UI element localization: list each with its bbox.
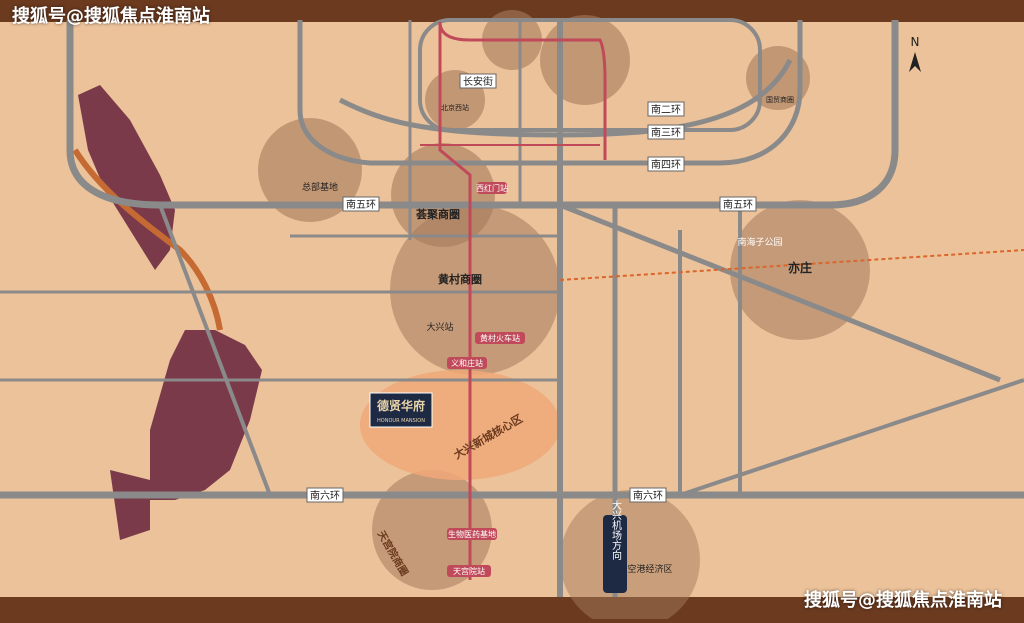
station-box-huangcun[interactable]: [475, 332, 525, 344]
circle-yizhuang: [730, 200, 870, 340]
label-box-changan: [459, 73, 497, 89]
road-west: [158, 204, 272, 496]
label-box-r5-right: [719, 196, 757, 212]
watermark-top: 搜狐号@搜狐焦点淮南站: [12, 6, 210, 27]
label-box-r2: [647, 101, 685, 117]
label-nanhaizi: 南海子公园: [737, 236, 782, 248]
label-r2: 南二环: [651, 103, 681, 116]
label-r6-right: 南六环: [633, 489, 663, 502]
compass-label: N: [911, 35, 920, 49]
label-huangcun: 黄村商圈: [438, 272, 482, 286]
label-r6-left: 南六环: [310, 489, 340, 502]
subway-line-daxing: [438, 21, 607, 160]
compass: N: [909, 35, 921, 72]
station-box-shengwu[interactable]: [447, 528, 497, 540]
label-box-r6-left: [306, 487, 344, 503]
station-box-tiangong[interactable]: [447, 565, 491, 577]
watermark-bottom: 搜狐号@搜狐焦点淮南站: [804, 590, 1002, 611]
label-zongbu: 总部基地: [302, 181, 338, 193]
circle-huangcun: [390, 205, 560, 375]
ring-4: [297, 20, 803, 166]
road-se: [679, 378, 1024, 497]
station-box-xihongmen[interactable]: [477, 182, 507, 194]
subway-line-4: [438, 22, 472, 580]
green-belt-sw: [110, 470, 150, 540]
station-huangcun: 黄村火车站: [480, 333, 520, 343]
circle-tiangong: [372, 470, 492, 590]
airport-direction: 大兴机场方向: [610, 499, 622, 560]
label-beijing-west: 北京西站: [441, 103, 469, 112]
label-box-r5-left: [342, 196, 380, 212]
label-r4: 南四环: [651, 158, 681, 171]
station-xihongmen: 西红门站: [476, 183, 508, 193]
label-box-r3: [647, 124, 685, 140]
station-tiangong: 天宫院站: [453, 566, 485, 576]
label-changan: 长安街: [463, 75, 493, 88]
station-box-yihe[interactable]: [447, 357, 487, 369]
label-r5-left: 南五环: [346, 198, 376, 211]
label-kongang: 空港经济区: [627, 563, 672, 575]
road-jinghan: [559, 202, 1001, 383]
label-yizhuang: 亦庄: [788, 260, 812, 275]
label-r3: 南三环: [651, 126, 681, 139]
station-shengwu: 生物医药基地: [448, 529, 496, 539]
airport-direction-box: [603, 515, 627, 593]
green-belt-south: [150, 330, 262, 500]
subway-line-planned: [559, 249, 1024, 281]
project-marker-box[interactable]: [369, 392, 433, 428]
label-box-r6-right: [629, 487, 667, 503]
circle-kongang: [560, 490, 700, 623]
ring-2: [418, 18, 762, 132]
label-r5-right: 南五环: [723, 198, 753, 211]
bottom-bar: [0, 597, 1024, 619]
circle-zongbu: [258, 118, 362, 222]
green-belt-north: [78, 85, 175, 270]
circle-ring-nw: [540, 15, 630, 105]
station-yihe: 义和庄站: [451, 358, 483, 368]
label-box-r4: [647, 156, 685, 172]
label-xisheng: 荟聚商圈: [415, 207, 460, 221]
compass-arrow-icon: [909, 52, 921, 72]
label-guomao: 国贸商圈: [766, 95, 794, 104]
project-name: 德贤华府: [377, 398, 425, 413]
project-subtitle: HONOUR MANSION: [377, 418, 425, 424]
station-daxing: 大兴站: [426, 321, 453, 333]
